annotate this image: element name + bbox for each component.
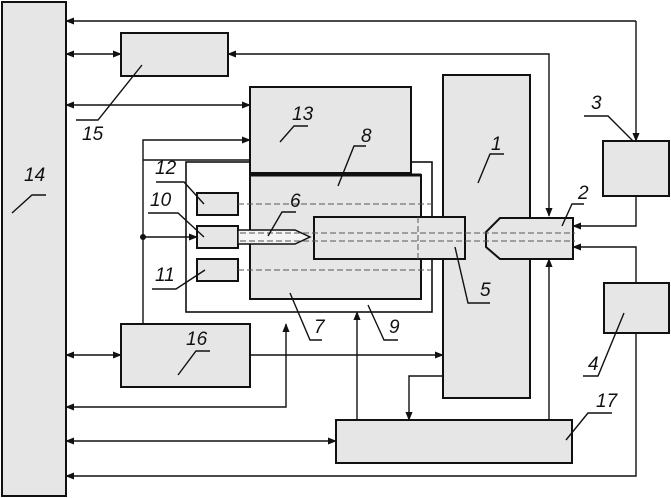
leader-13 — [279, 125, 308, 143]
label-1: 1 — [491, 134, 502, 155]
label-6: 6 — [290, 191, 301, 212]
block-13 — [249, 86, 412, 174]
leader-1 — [477, 153, 504, 184]
junction-dot — [140, 234, 146, 240]
label-2: 2 — [577, 183, 589, 204]
leader-11 — [152, 269, 206, 290]
conn-16-13 — [142, 136, 251, 324]
leader-7 — [289, 292, 322, 341]
leader-9 — [367, 304, 398, 341]
label-7: 7 — [314, 317, 326, 338]
conn-3-2 — [572, 196, 637, 230]
block-5 — [313, 216, 466, 260]
conn-4-2 — [572, 243, 637, 283]
label-9: 9 — [389, 317, 400, 338]
label-11: 11 — [155, 265, 175, 286]
leader-5 — [454, 246, 490, 304]
block-4 — [603, 282, 670, 334]
leader-4 — [583, 312, 625, 377]
label-16: 16 — [186, 329, 208, 350]
block-3 — [602, 140, 670, 197]
conn-4-14 — [65, 333, 637, 480]
leader-2 — [561, 203, 584, 227]
leader-17 — [565, 412, 612, 441]
leader-8 — [337, 145, 366, 187]
leader-6 — [267, 211, 296, 237]
conn-15-2 — [227, 50, 553, 217]
block-15 — [120, 32, 229, 77]
block-2 — [485, 217, 574, 260]
label-14: 14 — [24, 165, 45, 186]
leader-3 — [584, 115, 634, 142]
conn-14-7 — [65, 323, 290, 411]
conn-1-17 — [405, 375, 443, 421]
label-3: 3 — [591, 93, 602, 114]
electrode-6 — [237, 229, 312, 245]
label-4: 4 — [588, 354, 599, 375]
label-5: 5 — [480, 280, 491, 301]
leader-16 — [177, 350, 210, 376]
block-11 — [196, 258, 239, 282]
label-17: 17 — [596, 391, 619, 412]
leader-10 — [148, 212, 205, 238]
block-17 — [335, 419, 573, 464]
label-8: 8 — [361, 126, 372, 147]
label-12: 12 — [155, 158, 177, 179]
block-14 — [1, 1, 67, 497]
leader-12 — [156, 181, 205, 205]
leader-14 — [11, 194, 46, 214]
leader-15 — [76, 64, 143, 121]
label-13: 13 — [292, 104, 314, 125]
label-15: 15 — [82, 124, 104, 145]
label-10: 10 — [150, 190, 172, 211]
